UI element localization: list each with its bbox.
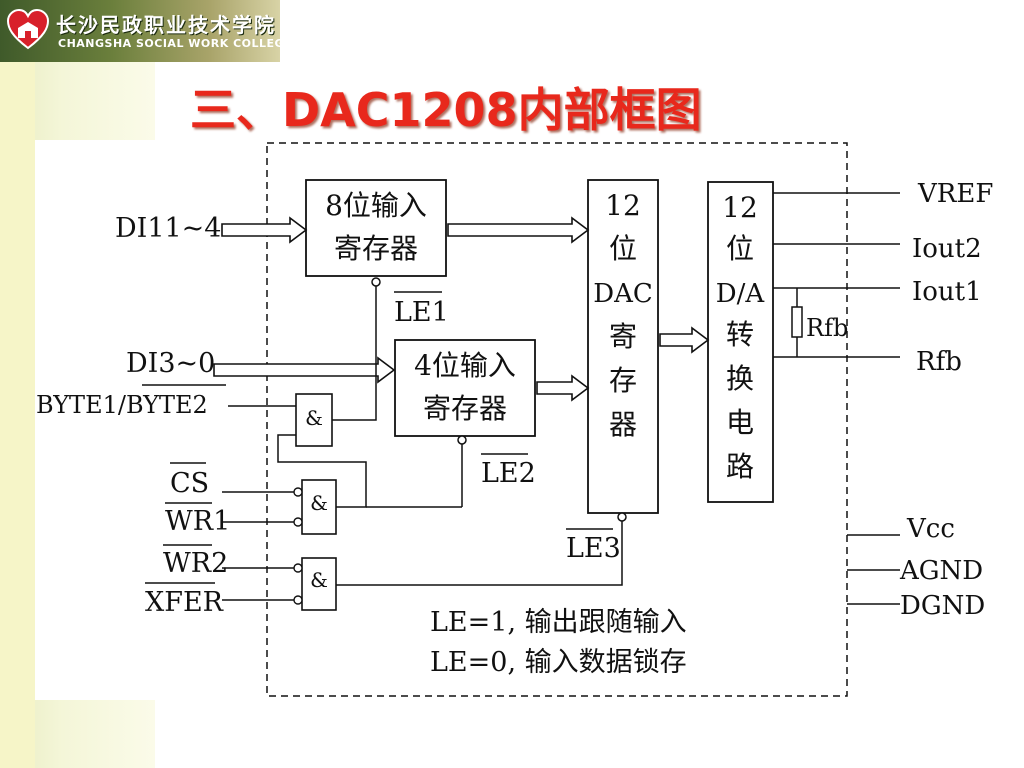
da-char-2: D/A — [716, 279, 766, 309]
chip-boundary — [266, 142, 848, 697]
label-agnd: AGND — [899, 556, 983, 586]
gate-byte-symbol: & — [305, 406, 323, 430]
dac-reg-char-2: DAC — [593, 279, 653, 309]
note-line-2: LE=0, 输入数据锁存 — [430, 647, 687, 678]
reg4-label-2: 寄存器 — [423, 392, 507, 425]
bus-arrow-di-low — [213, 356, 396, 384]
gate-byte: & — [295, 393, 333, 447]
gate-cs-wr1: & — [293, 479, 337, 535]
dac-reg-char-0: 12 — [605, 189, 641, 222]
control-wiring — [222, 192, 900, 605]
label-di-low: DI3~0 — [126, 348, 215, 379]
page-title: 三、DAC1208内部框图 — [190, 83, 702, 137]
label-wr1: WR1 — [165, 506, 230, 537]
da-char-4: 换 — [726, 362, 754, 395]
reg4-label-1: 4位输入 — [414, 349, 516, 382]
da-char-6: 路 — [726, 450, 754, 483]
bus-arrows — [213, 216, 710, 402]
label-cs: CS — [170, 468, 209, 499]
label-le1: LE1 — [394, 297, 449, 328]
dac-register-block — [587, 179, 659, 514]
label-le3: LE3 — [566, 533, 621, 564]
school-name-cn: 长沙民政职业技术学院 — [56, 13, 276, 37]
dac-reg-char-3: 寄 — [609, 320, 637, 353]
da-char-3: 转 — [726, 318, 754, 351]
label-di-high: DI11~4 — [115, 213, 221, 244]
label-wr2: WR2 — [163, 548, 228, 579]
label-iout2: Iout2 — [912, 234, 982, 264]
label-rfb-resistor: Rfb — [806, 314, 848, 342]
reg4-block — [394, 339, 536, 437]
label-rfb: Rfb — [916, 347, 962, 377]
label-dgnd: DGND — [900, 591, 985, 621]
school-name-en: CHANGSHA SOCIAL WORK COLLEGE — [58, 37, 293, 50]
dac-reg-char-1: 位 — [609, 232, 637, 265]
gate-cs-symbol: & — [310, 491, 328, 515]
label-vcc: Vcc — [906, 514, 955, 544]
bus-arrow-reg4-to-dac — [536, 374, 590, 402]
label-iout1: Iout1 — [912, 277, 982, 307]
bus-arrow-reg8-to-dac — [447, 216, 590, 244]
dac-reg-char-4: 存 — [609, 364, 637, 397]
label-byte-sel: BYTE1/BYTE2 — [36, 391, 208, 419]
reg8-block — [305, 179, 447, 277]
dac-reg-char-5: 器 — [609, 408, 637, 441]
label-xfer: XFER — [145, 587, 224, 618]
da-char-1: 位 — [726, 232, 754, 265]
bus-arrow-di-high — [221, 216, 308, 244]
note-line-1: LE=1, 输出跟随输入 — [430, 607, 687, 638]
label-vref: VREF — [917, 179, 993, 209]
heart-logo-icon — [6, 8, 50, 50]
reg8-label-2: 寄存器 — [334, 232, 418, 265]
gate-wr2-xfer: & — [293, 557, 337, 611]
gate-xfer-symbol: & — [310, 568, 328, 592]
header-banner — [0, 0, 280, 62]
reg8-label-1: 8位输入 — [325, 189, 427, 222]
bus-arrow-dac-to-da — [659, 326, 710, 354]
left-decorative-strip — [0, 62, 35, 768]
da-char-5: 电 — [726, 406, 754, 439]
da-converter-block — [707, 181, 774, 503]
da-char-0: 12 — [722, 191, 758, 224]
label-le2: LE2 — [481, 458, 536, 489]
